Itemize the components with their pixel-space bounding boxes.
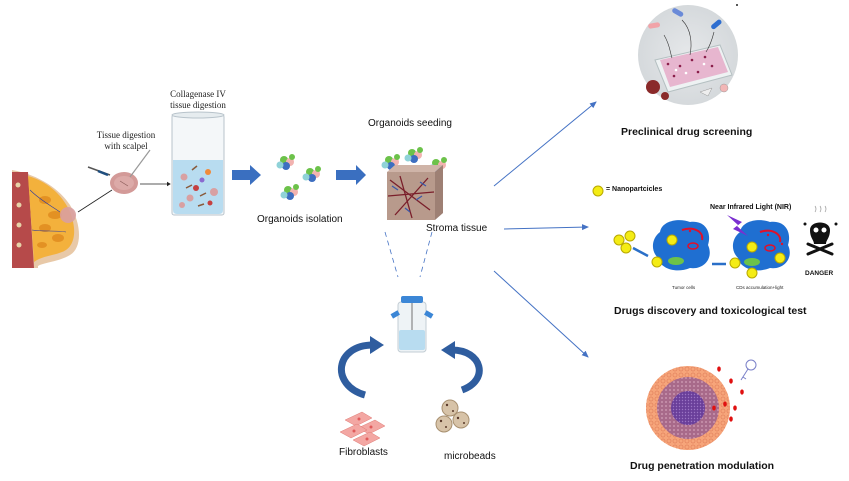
tissue-digestion-label: Tissue digestion with scalpel (96, 130, 156, 151)
curved-arrow-right (441, 341, 483, 394)
curved-arrow-left (337, 336, 384, 399)
organoid-icon (276, 154, 295, 170)
tumor-cells-label: Tumor cells (672, 285, 696, 290)
toxicology-illustration (592, 185, 790, 279)
organoid-icon (302, 166, 321, 182)
dashed-connector (419, 231, 433, 278)
spheroid-illustration (646, 359, 757, 450)
block-arrow (336, 165, 366, 185)
organoid-cluster-group (276, 154, 321, 200)
arrow-to-screening (493, 101, 597, 187)
collagenase-label: Collagenase IV tissue digestion (170, 89, 226, 110)
preclinical-drug-screening-title: Preclinical drug screening (621, 126, 753, 138)
block-arrow (232, 165, 261, 185)
bioreactor-flask-illustration (390, 296, 434, 353)
nir-label: Near Infrared Light (NIR) (710, 204, 792, 211)
organoids-seeding-label: Organoids seeding (368, 118, 452, 129)
danger-label: DANGER (805, 270, 834, 277)
fibroblasts-illustration (339, 411, 386, 447)
drug-particles (712, 366, 744, 422)
scalpel-icon (87, 149, 151, 178)
stroma-tissue-cube (387, 165, 443, 220)
microbeads-label: microbeads (444, 451, 496, 462)
collagenase-tube-illustration (171, 111, 225, 216)
dashed-connector (384, 231, 399, 278)
nanoparticles-legend-label: = Nanopartcicles (606, 186, 663, 193)
key-icon (740, 359, 757, 381)
free-nanoparticles (613, 230, 636, 254)
cds-accumulation-label: CDs accumulation+light (736, 285, 784, 290)
organoid-icon (280, 184, 299, 200)
drug-screening-illustration (638, 4, 738, 105)
stroma-tissue-label: Stroma tissue (426, 223, 488, 234)
nir-lightning-icon (727, 215, 748, 236)
tissue-piece-illustration (110, 172, 138, 194)
skull-danger-icon (803, 205, 838, 256)
organoid-icon (404, 147, 423, 163)
connector-line (77, 189, 113, 213)
microbeads-illustration (435, 399, 470, 433)
arrow-to-toxicology (503, 224, 589, 231)
breast-anatomy-illustration (12, 170, 79, 268)
drug-penetration-title: Drug penetration modulation (630, 460, 775, 472)
organoids-isolation-label: Organoids isolation (257, 214, 343, 225)
nanoparticle-legend-icon (592, 185, 604, 197)
organoid-icon (381, 154, 400, 170)
drugs-discovery-title: Drugs discovery and toxicological test (614, 305, 807, 317)
arrow-to-penetration (493, 270, 589, 358)
fibroblasts-label: Fibroblasts (339, 447, 388, 458)
